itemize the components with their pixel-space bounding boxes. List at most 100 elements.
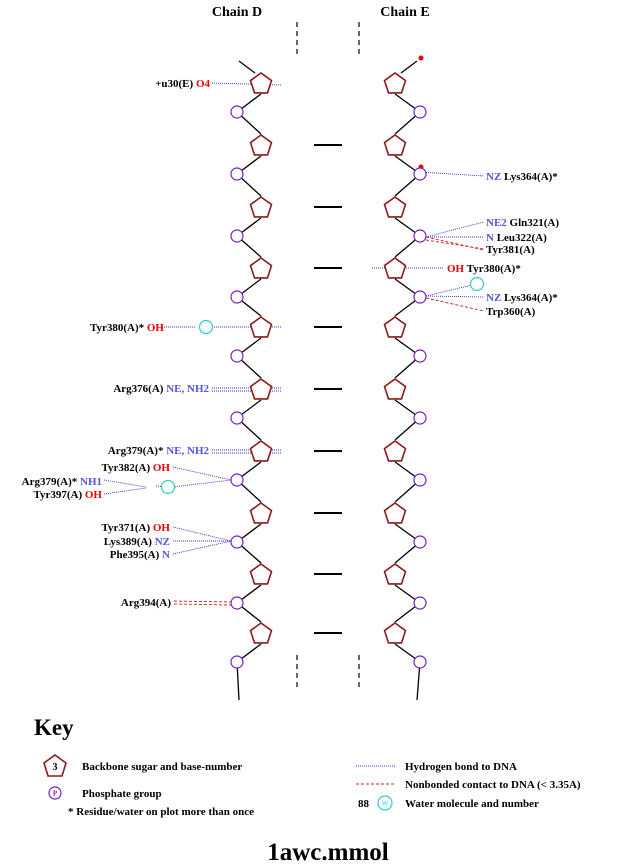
residue-name: Lys364(A)* (504, 171, 558, 183)
sugar-pentagon-e (383, 622, 407, 644)
atom-name: N (162, 549, 170, 561)
sugar-pentagon-d (249, 196, 273, 218)
key-sugar-text: Backbone sugar and base-number (82, 761, 242, 773)
residue-label-r6: NZ Lys364(A)* (486, 292, 558, 304)
phosphate-e-circle (413, 105, 427, 119)
sugar-pentagon-d (249, 440, 273, 462)
sugar-pentagon-e (383, 72, 407, 94)
key-water-glyph: W (382, 800, 389, 808)
hydrogen-bond-line (211, 82, 283, 86)
water-circle (469, 276, 485, 292)
residue-label-r2: NE2 Gln321(A) (486, 217, 559, 229)
atom-name: NE2 (486, 217, 510, 229)
phosphate-d-circle (230, 290, 244, 304)
key-phosphate-glyph: P (53, 790, 58, 798)
atom-name: N (486, 232, 497, 244)
residue-label-l7: Tyr397(A) OH (33, 489, 102, 501)
sugar-pentagon-d (249, 378, 273, 400)
residue-label-l5: Tyr382(A) OH (101, 462, 170, 474)
residue-name: Tyr382(A) (101, 462, 152, 474)
key-sugar-icon (43, 754, 67, 777)
key-sugar-number: 3 (53, 762, 58, 773)
atom-name: NZ (486, 171, 504, 183)
residue-name: Arg376(A) (113, 383, 166, 395)
hydrogen-bond-line (425, 221, 485, 238)
atom-name: OH (153, 462, 171, 474)
residue-name: Phe395(A) (110, 549, 162, 561)
hydrogen-bond-line (172, 479, 232, 488)
phosphate-e-circle (413, 349, 427, 363)
phosphate-d-circle (230, 473, 244, 487)
phosphate-d-circle (230, 655, 244, 669)
residue-name: Tyr380(A)* (90, 322, 147, 334)
sugar-pentagon-e (383, 563, 407, 585)
sugar-pentagon-d (249, 622, 273, 644)
phosphate-e-circle (413, 229, 427, 243)
phosphate-e-circle (413, 411, 427, 425)
hydrogen-bond-line (172, 526, 232, 542)
phosphate-e-circle (413, 167, 427, 181)
residue-name: Tyr397(A) (33, 489, 84, 501)
atom-name: OH (147, 322, 165, 334)
nonbonded-contact-line (425, 236, 485, 251)
residue-label-l1: +u30(E) O4 (155, 78, 210, 90)
phosphate-e-circle (413, 535, 427, 549)
key-phosphate-icon (48, 786, 62, 800)
hydrogen-bond-line (172, 540, 232, 555)
residue-name: Tyr371(A) (101, 522, 152, 534)
residue-label-l8: Tyr371(A) OH (101, 522, 170, 534)
strand-e-start (400, 60, 418, 74)
water-circle (198, 319, 214, 335)
atom-name: O4 (196, 78, 211, 90)
phosphate-e-circle (413, 473, 427, 487)
residue-label-l11: Arg394(A) (121, 597, 171, 609)
atom-name: NZ (486, 292, 504, 304)
hydrogen-bond-line (419, 171, 485, 177)
hydrogen-bond-line (425, 284, 473, 297)
key-nonbond-text: Nonbonded contact to DNA (< 3.35A) (405, 779, 581, 791)
residue-name: Lys364(A)* (504, 292, 558, 304)
sugar-pentagon-d (249, 72, 273, 94)
sugar-pentagon-e (383, 134, 407, 156)
residue-label-l10: Phe395(A) N (110, 549, 170, 561)
strand-d-start (238, 60, 256, 74)
structure-filename: 1awc.mmol (267, 839, 389, 866)
residue-label-r1: NZ Lys364(A)* (486, 171, 558, 183)
residue-name: Trp360(A) (486, 306, 536, 318)
key-hbond-text: Hydrogen bond to DNA (405, 761, 517, 773)
residue-name: +u30(E) (155, 78, 196, 90)
sugar-pentagon-d (249, 502, 273, 524)
sugar-pentagon-e (383, 378, 407, 400)
residue-label-l9: Lys389(A) NZ (104, 536, 170, 548)
sugar-pentagon-e (383, 196, 407, 218)
residue-label-l6: Arg379(A)* NH1 (22, 476, 102, 488)
chain-d-title: Chain D (212, 5, 262, 20)
phosphate-e-circle (413, 290, 427, 304)
key-water-number: 88 (358, 798, 370, 810)
phosphate-d-circle (230, 105, 244, 119)
sugar-pentagon-e (383, 502, 407, 524)
water-circle (160, 479, 176, 495)
residue-name: Tyr381(A) (486, 244, 535, 256)
residue-name: Lys389(A) (104, 536, 155, 548)
key-water-text: Water molecule and number (405, 798, 539, 810)
residue-name: Tyr380(A)* (467, 263, 522, 275)
residue-label-l4: Arg379(A)* NE, NH2 (108, 445, 210, 457)
nonbonded-contact-line (173, 603, 232, 606)
residue-name: Leu322(A) (497, 232, 547, 244)
sugar-pentagon-e (383, 316, 407, 338)
dna-backbone (230, 22, 427, 701)
residue-name: Arg379(A)* (22, 476, 80, 488)
phosphate-d-circle (230, 596, 244, 610)
phosphate-d-circle (230, 349, 244, 363)
atom-name: NE, NH2 (166, 383, 209, 395)
residue-label-r5: OH Tyr380(A)* (447, 263, 521, 275)
sugar-pentagon-d (249, 257, 273, 279)
residue-name: Arg394(A) (121, 597, 171, 609)
atom-name: NE, NH2 (166, 445, 209, 457)
key-star-text: * Residue/water on plot more than once (68, 806, 254, 818)
residue-name: Gln321(A) (510, 217, 560, 229)
key-phosphate-text: Phosphate group (82, 788, 162, 800)
atom-name: OH (153, 522, 171, 534)
